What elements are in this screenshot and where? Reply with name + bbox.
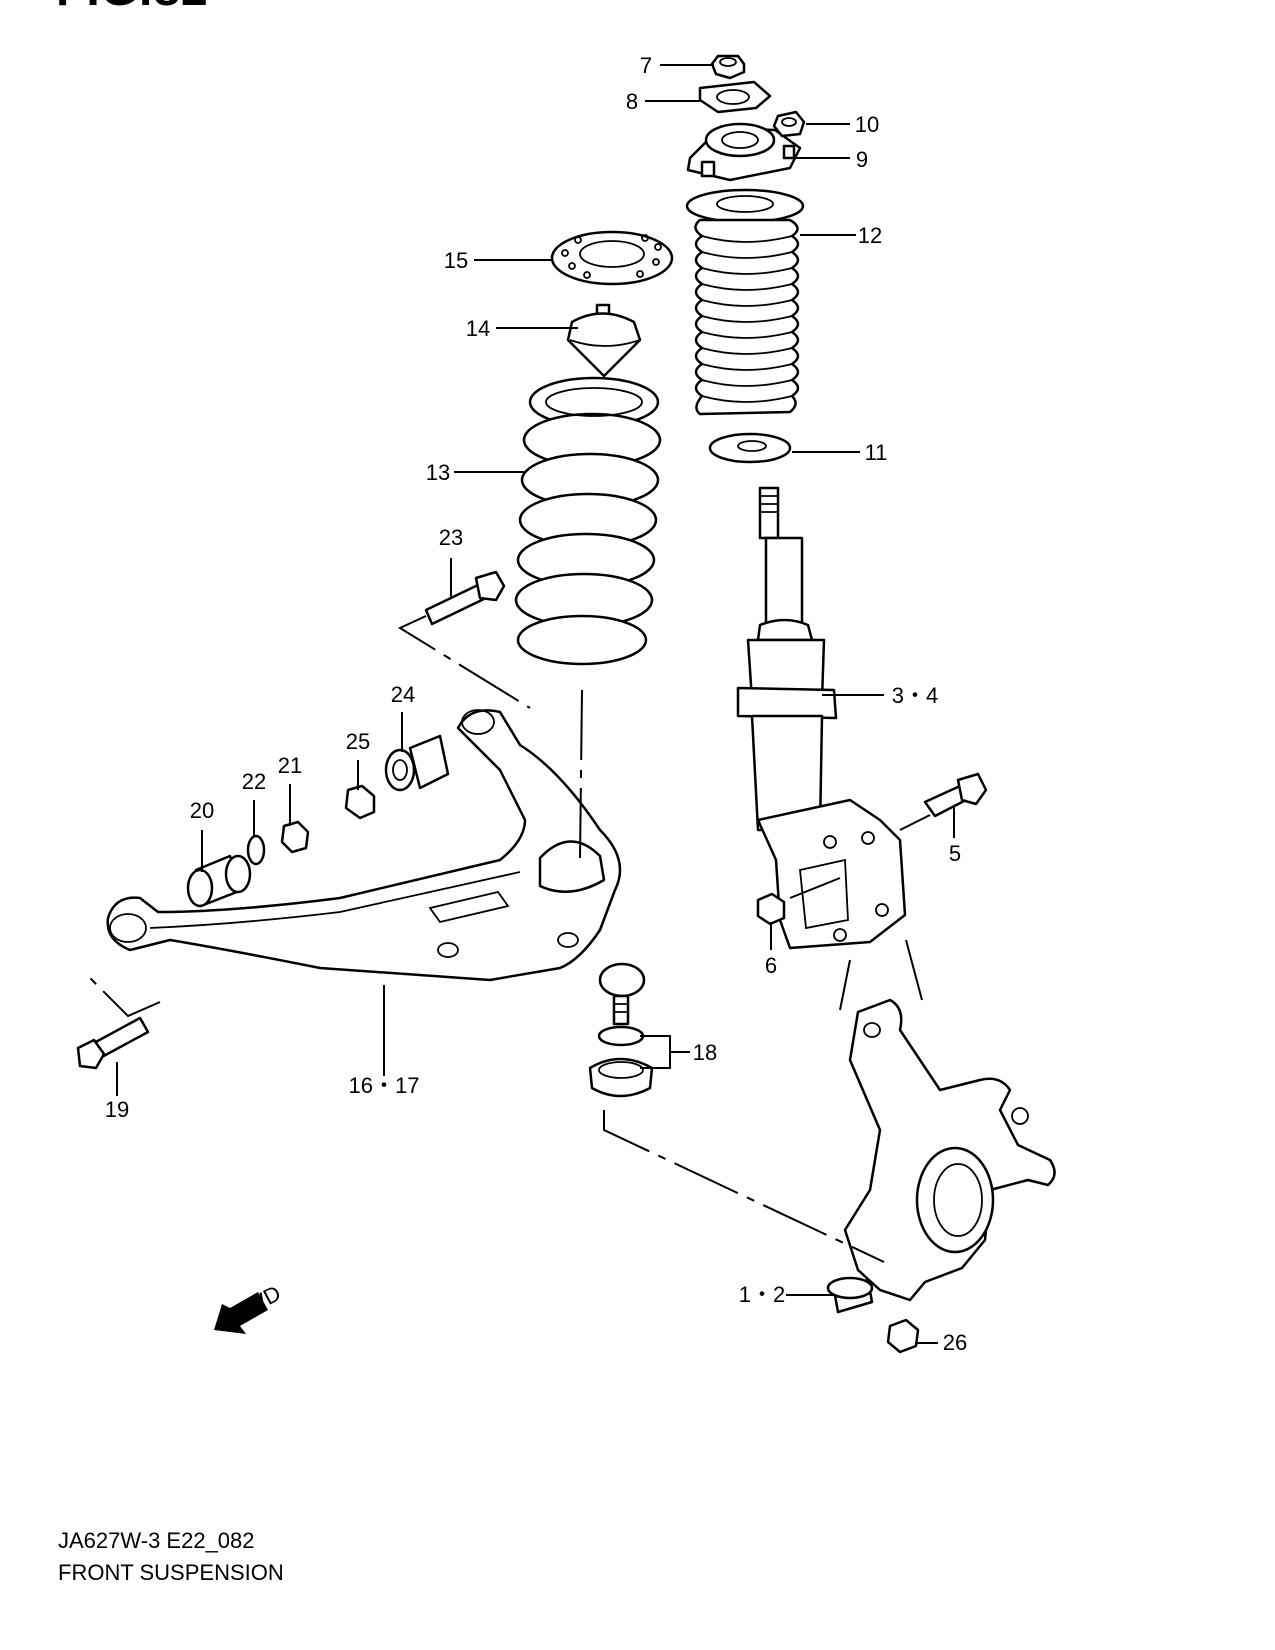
part-20-bushing [186, 854, 252, 908]
part-25-nut [344, 784, 376, 820]
callout-1-2: 1・2 [739, 1282, 785, 1307]
fwd-arrow: FWD [214, 1280, 285, 1334]
part-8-plate [698, 80, 772, 114]
diagram-name: FRONT SUSPENSION [58, 1560, 284, 1585]
callout-25: 25 [346, 729, 370, 754]
part-16-17-control-arm [106, 709, 622, 982]
callout-3-4: 3・4 [892, 683, 938, 708]
part-5-bolt [923, 772, 988, 818]
part-1-2-bushing [826, 1276, 874, 1314]
part-10-nut [772, 110, 806, 138]
callout-10: 10 [855, 112, 879, 137]
part-26-nut [886, 1318, 920, 1354]
callout-16-17: 16・17 [349, 1073, 420, 1098]
callout-12: 12 [858, 223, 882, 248]
part-7-nut [710, 54, 746, 80]
callout-labels: 7 8 10 9 12 11 3・4 5 6 15 14 13 23 24 25… [105, 53, 967, 1355]
callout-26: 26 [943, 1330, 967, 1355]
callout-6: 6 [765, 953, 777, 978]
assembly-lines [89, 615, 931, 1263]
callout-23: 23 [439, 525, 463, 550]
part-14-bump-stop [566, 303, 642, 378]
ball-joint [598, 962, 646, 1026]
part-15-spring-seat [550, 230, 674, 286]
callout-20: 20 [190, 798, 214, 823]
callout-24: 24 [391, 682, 415, 707]
callout-8: 8 [626, 89, 638, 114]
callout-22: 22 [242, 769, 266, 794]
part-1-2-knuckle [843, 998, 1056, 1302]
callout-11: 11 [865, 440, 888, 465]
part-19-bolt [76, 1016, 150, 1070]
part-18-boot-set [588, 1025, 654, 1098]
callout-9: 9 [856, 147, 868, 172]
callout-18: 18 [693, 1040, 717, 1065]
part-6-nut [756, 892, 786, 926]
callout-14: 14 [466, 316, 490, 341]
fwd-label: FWD [229, 1280, 285, 1326]
callout-5: 5 [949, 841, 961, 866]
part-9-strut-mount [686, 122, 802, 182]
part-24-bushing [384, 734, 450, 792]
figure-title: FIG.82 [56, 0, 209, 17]
diagram-code: JA627W-3 E22_082 [58, 1528, 255, 1553]
callout-13: 13 [426, 460, 450, 485]
part-3-4-shock-absorber [736, 486, 907, 950]
callout-21: 21 [278, 753, 302, 778]
part-11-washer [708, 432, 792, 464]
callout-7: 7 [640, 53, 652, 78]
callout-19: 19 [105, 1097, 129, 1122]
part-22-washer [246, 834, 266, 866]
part-13-coil-spring [514, 376, 662, 666]
part-12-bellows-boot [685, 188, 805, 416]
part-23-bolt [424, 570, 506, 626]
part-21-nut [280, 820, 310, 854]
callout-15: 15 [444, 248, 468, 273]
leader-lines [116, 64, 955, 1344]
